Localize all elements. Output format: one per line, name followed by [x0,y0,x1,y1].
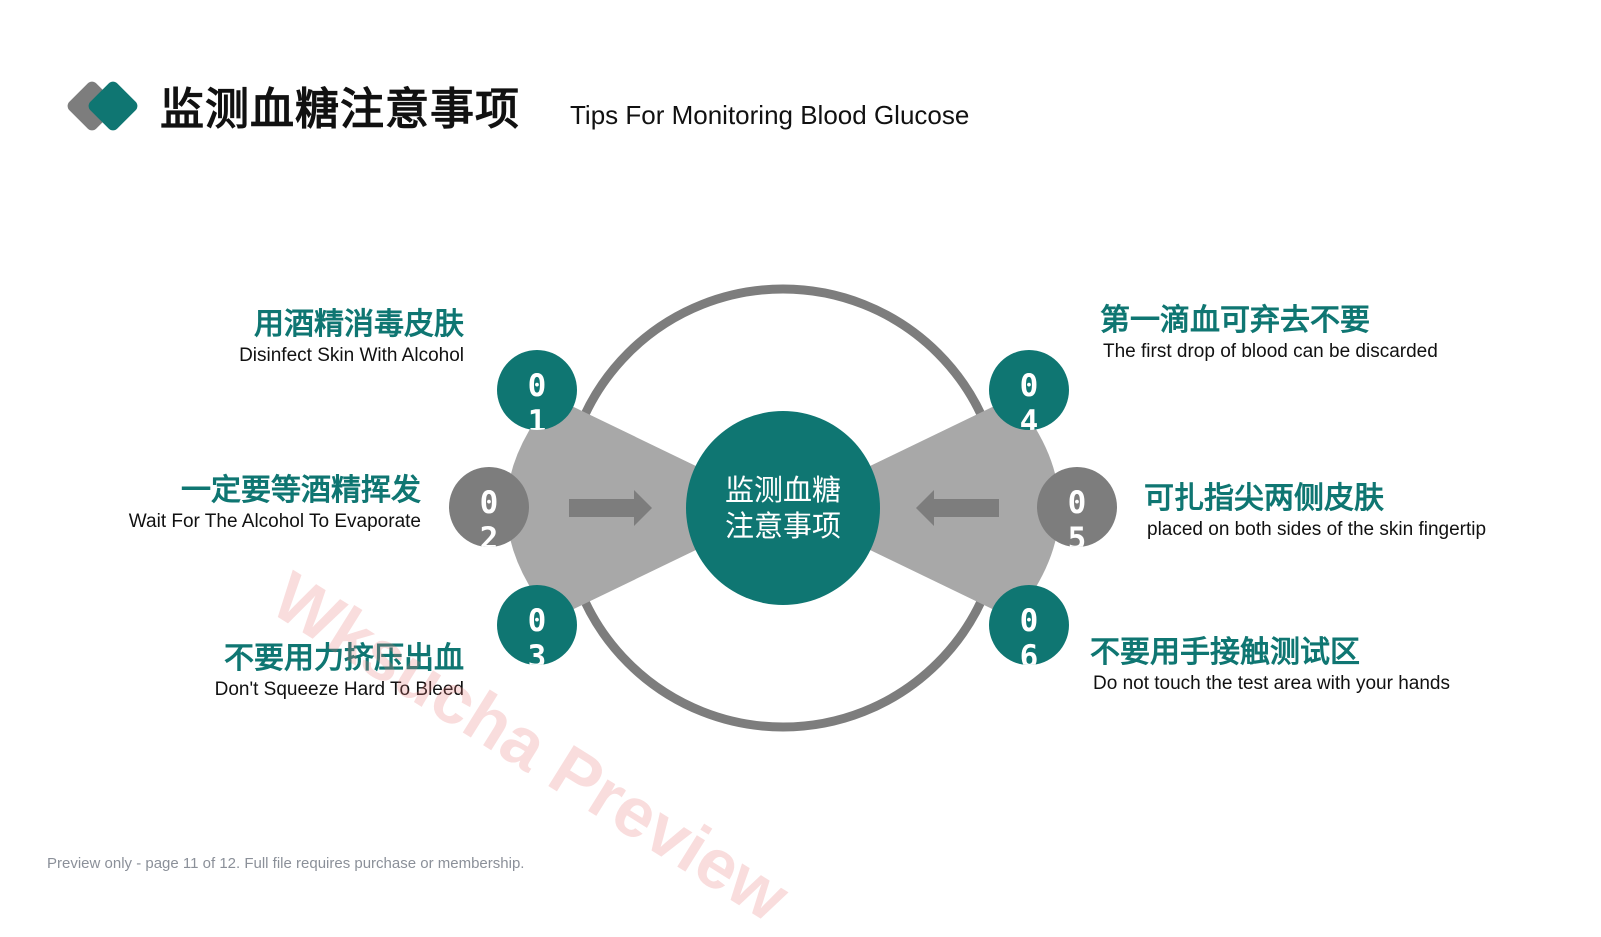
diagram-graphic [506,284,1060,732]
center-label-line2: 注意事项 [724,509,841,543]
footer-note: Preview only - page 11 of 12. Full file … [47,855,525,872]
step-01-title: 用酒精消毒皮肤 [254,307,464,342]
page-title: 监测血糖注意事项 [160,84,520,135]
step-05: 可扎指尖两侧皮肤 placed on both sides of the ski… [1144,480,1486,542]
step-02-subtitle: Wait For The Alcohol To Evaporate [128,511,421,532]
center-label: 监测血糖 注意事项 [686,411,880,605]
center-label-line1: 监测血糖 [724,473,841,507]
step-05-title: 可扎指尖两侧皮肤 [1144,481,1384,516]
step-06-subtitle: Do not touch the test area with your han… [1093,673,1450,694]
step-02-title: 一定要等酒精挥发 [181,473,421,508]
step-04-subtitle: The first drop of blood can be discarded [1103,341,1438,362]
step-03: 不要用力挤压出血 Don't Squeeze Hard To Bleed [215,640,464,702]
step-06: 不要用手接触测试区 Do not touch the test area wit… [1090,634,1450,696]
step-06-title: 不要用手接触测试区 [1090,635,1360,670]
step-04: 第一滴血可弃去不要 The first drop of blood can be… [1100,302,1438,364]
arrow-left-icon [916,490,999,526]
step-02: 一定要等酒精挥发 Wait For The Alcohol To Evapora… [129,472,421,534]
diamond-logo-icon [67,81,138,131]
step-04-title: 第一滴血可弃去不要 [1100,303,1370,338]
step-01-subtitle: Disinfect Skin With Alcohol [239,345,464,366]
step-03-title: 不要用力挤压出血 [224,641,464,676]
page-subtitle: Tips For Monitoring Blood Glucose [570,100,970,130]
arrow-right-icon [569,490,652,526]
step-03-subtitle: Don't Squeeze Hard To Bleed [214,679,464,700]
step-01: 用酒精消毒皮肤 Disinfect Skin With Alcohol [239,306,464,368]
step-05-subtitle: placed on both sides of the skin fingert… [1147,519,1487,540]
